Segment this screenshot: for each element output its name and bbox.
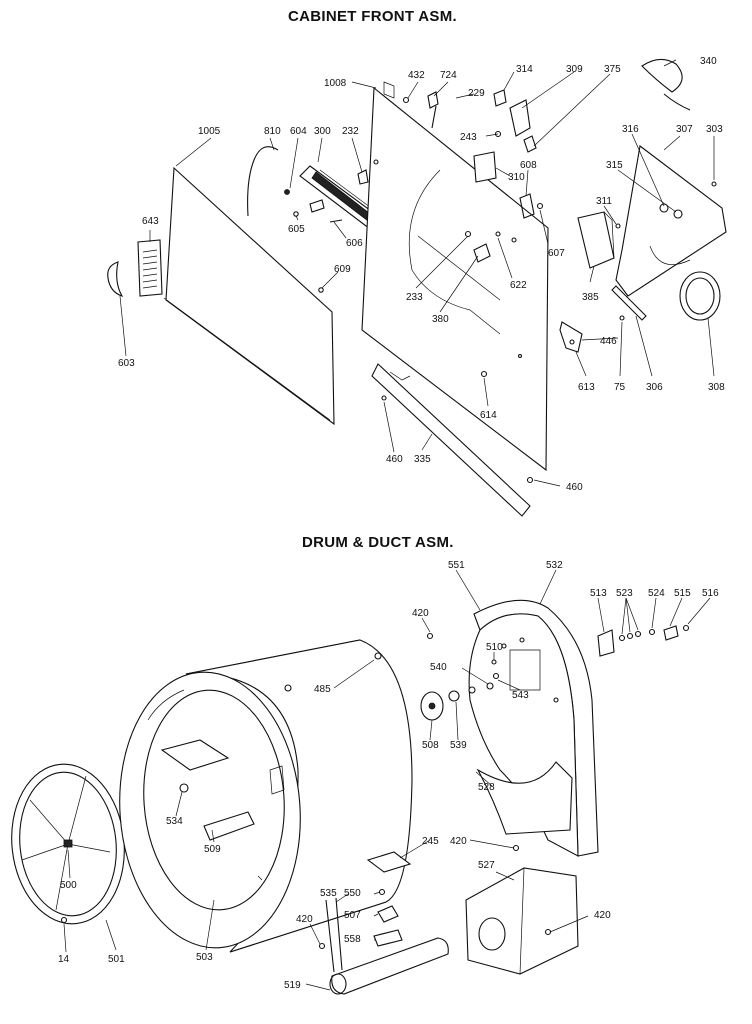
- label-340: 340: [700, 56, 717, 67]
- label-75: 75: [614, 382, 626, 393]
- label-311: 311: [596, 196, 612, 207]
- wire-harness: [247, 146, 279, 217]
- label-527: 527: [478, 860, 495, 871]
- label-509: 509: [204, 844, 221, 855]
- label-500: 500: [60, 880, 77, 891]
- label-245: 245: [422, 836, 439, 847]
- label-539: 539: [450, 740, 467, 751]
- label-540: 540: [430, 662, 447, 673]
- label-309: 309: [566, 64, 583, 75]
- label-485: 485: [314, 684, 331, 695]
- label-460-bottom: 460: [566, 482, 583, 493]
- label-1008: 1008: [324, 78, 347, 89]
- label-643: 643: [142, 216, 159, 227]
- label-308: 308: [708, 382, 725, 393]
- label-420-blower: 420: [594, 910, 611, 921]
- door-handle: [107, 261, 124, 297]
- label-543: 543: [512, 690, 529, 701]
- vent-grille: [137, 239, 163, 297]
- heater-element: [318, 897, 449, 995]
- label-233: 233: [406, 292, 423, 303]
- label-380: 380: [432, 314, 449, 325]
- label-314: 314: [516, 64, 533, 75]
- drum-duct-assembly: [11, 569, 711, 995]
- front-panel: [165, 166, 335, 426]
- label-810: 810: [264, 126, 281, 137]
- label-534: 534: [166, 816, 183, 827]
- label-316: 316: [622, 124, 639, 135]
- label-532: 532: [546, 560, 563, 571]
- drum-duct-title: DRUM & DUCT ASM.: [302, 534, 454, 551]
- lower-duct: [476, 761, 573, 835]
- label-432: 432: [408, 70, 425, 81]
- front-bulkhead: [361, 86, 549, 472]
- label-385: 385: [582, 292, 599, 303]
- label-609: 609: [334, 264, 351, 275]
- top-bracket: [641, 58, 683, 93]
- label-605: 605: [288, 224, 305, 235]
- label-528: 528: [478, 782, 495, 793]
- label-606: 606: [346, 238, 363, 249]
- rear-bracket: [615, 145, 727, 297]
- label-420-top: 420: [412, 608, 429, 619]
- cabinet-front-assembly: [107, 58, 727, 517]
- label-307: 307: [676, 124, 693, 135]
- label-303: 303: [706, 124, 723, 135]
- label-508: 508: [422, 740, 439, 751]
- label-232: 232: [342, 126, 359, 137]
- label-523: 523: [616, 588, 633, 599]
- label-306: 306: [646, 382, 663, 393]
- blower-housing: [465, 867, 579, 975]
- label-229: 229: [468, 88, 485, 99]
- label-310: 310: [508, 172, 525, 183]
- label-607: 607: [548, 248, 565, 259]
- label-608: 608: [520, 160, 537, 171]
- label-614: 614: [480, 410, 497, 421]
- label-300: 300: [314, 126, 331, 137]
- label-551: 551: [448, 560, 465, 571]
- label-535: 535: [320, 888, 337, 899]
- label-420-mid: 420: [450, 836, 467, 847]
- label-516: 516: [702, 588, 719, 599]
- label-515: 515: [674, 588, 691, 599]
- label-513: 513: [590, 588, 607, 599]
- label-335: 335: [414, 454, 431, 465]
- label-460-top: 460: [386, 454, 403, 465]
- label-724: 724: [440, 70, 457, 81]
- label-507: 507: [344, 910, 361, 921]
- label-550: 550: [344, 888, 361, 899]
- label-519: 519: [284, 980, 301, 991]
- label-446: 446: [600, 336, 617, 347]
- label-622: 622: [510, 280, 527, 291]
- label-1005: 1005: [198, 126, 221, 137]
- cabinet-front-title: CABINET FRONT ASM.: [288, 8, 458, 25]
- label-558: 558: [344, 934, 361, 945]
- drum-front-spokes: [21, 775, 111, 911]
- label-510: 510: [486, 642, 503, 653]
- label-315: 315: [606, 160, 623, 171]
- label-603: 603: [118, 358, 135, 369]
- lint-filter: [299, 165, 387, 233]
- label-613: 613: [578, 382, 595, 393]
- label-501: 501: [108, 954, 125, 965]
- label-375: 375: [604, 64, 621, 75]
- label-14: 14: [58, 954, 70, 965]
- bottom-rail: [371, 363, 531, 517]
- label-524: 524: [648, 588, 665, 599]
- label-503: 503: [196, 952, 213, 963]
- label-243: 243: [460, 132, 477, 143]
- drum: [119, 639, 413, 953]
- label-604: 604: [290, 126, 307, 137]
- label-420-heater: 420: [296, 914, 313, 925]
- part-labels: 1008 432 724 314 309 375 340 229 1005 81…: [58, 56, 725, 991]
